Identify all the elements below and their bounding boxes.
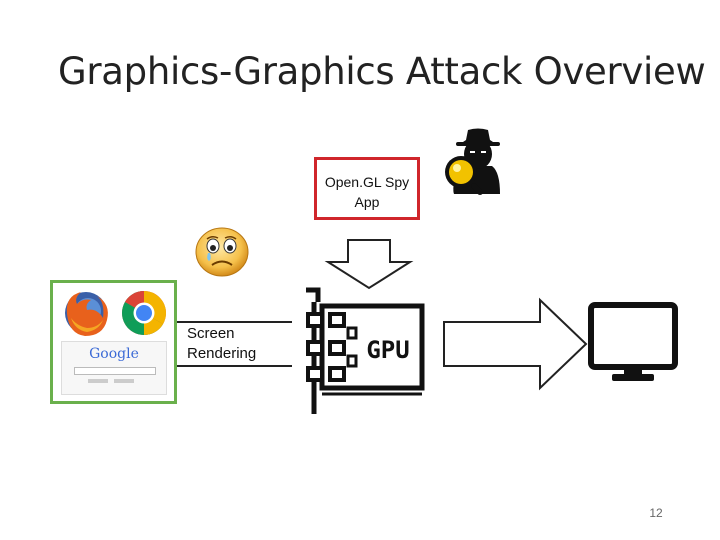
spy-magnifier-icon (445, 128, 500, 195)
browser-apps-box: Google (50, 280, 177, 404)
google-lucky-button (114, 379, 134, 383)
spy-app-label-line2: App (354, 194, 380, 210)
screen-rendering-label: Screen Rendering (187, 324, 287, 365)
google-search-page: Google (61, 341, 167, 395)
spy-app-box: Open.GL Spy App (314, 157, 420, 220)
down-arrow (324, 239, 414, 290)
page-number: 12 (649, 506, 663, 520)
google-search-bar (74, 367, 156, 375)
monitor-icon (588, 302, 678, 381)
right-arrow (443, 297, 588, 391)
gpu-card-icon: GPU (306, 287, 425, 414)
screen-rendering-line1: Screen (187, 325, 235, 342)
screen-rendering-line2: Rendering (187, 345, 257, 362)
slide-title: Graphics-Graphics Attack Overview (58, 50, 706, 93)
firefox-icon (65, 292, 108, 336)
chrome-icon (122, 291, 166, 335)
google-logo: Google (89, 346, 139, 362)
sad-face-icon (195, 227, 249, 277)
spy-app-label-line1: Open.GL Spy (324, 174, 410, 190)
google-search-button (88, 379, 108, 383)
gpu-label: GPU (366, 336, 409, 364)
